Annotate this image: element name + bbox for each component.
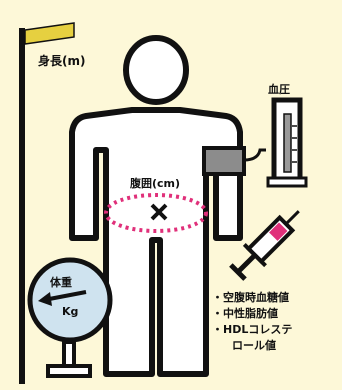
height-label: 身長(m): [38, 54, 86, 68]
waist-measure-icon: [104, 193, 208, 233]
blood-test-item: ロール値: [232, 339, 276, 352]
blood-pressure-label: 血圧: [268, 83, 290, 96]
blood-pressure-gauge-icon: [202, 97, 308, 188]
blood-test-item: ・中性脂肪値: [212, 307, 278, 320]
body-silhouette: [69, 35, 243, 377]
weight-scale-icon: [27, 257, 113, 378]
weight-unit-label: Kg: [62, 305, 79, 318]
blood-test-item: ・空腹時血糖値: [212, 291, 289, 304]
height-ruler-icon: [19, 22, 75, 384]
syringe-icon: [229, 210, 300, 281]
blood-test-item: ・HDLコレステ: [212, 323, 293, 336]
blood-test-list: ・空腹時血糖値 ・中性脂肪値 ・HDLコレステ ロール値: [212, 290, 292, 354]
weight-label: 体重: [50, 276, 72, 289]
waist-label: 腹囲(cm): [130, 177, 181, 190]
